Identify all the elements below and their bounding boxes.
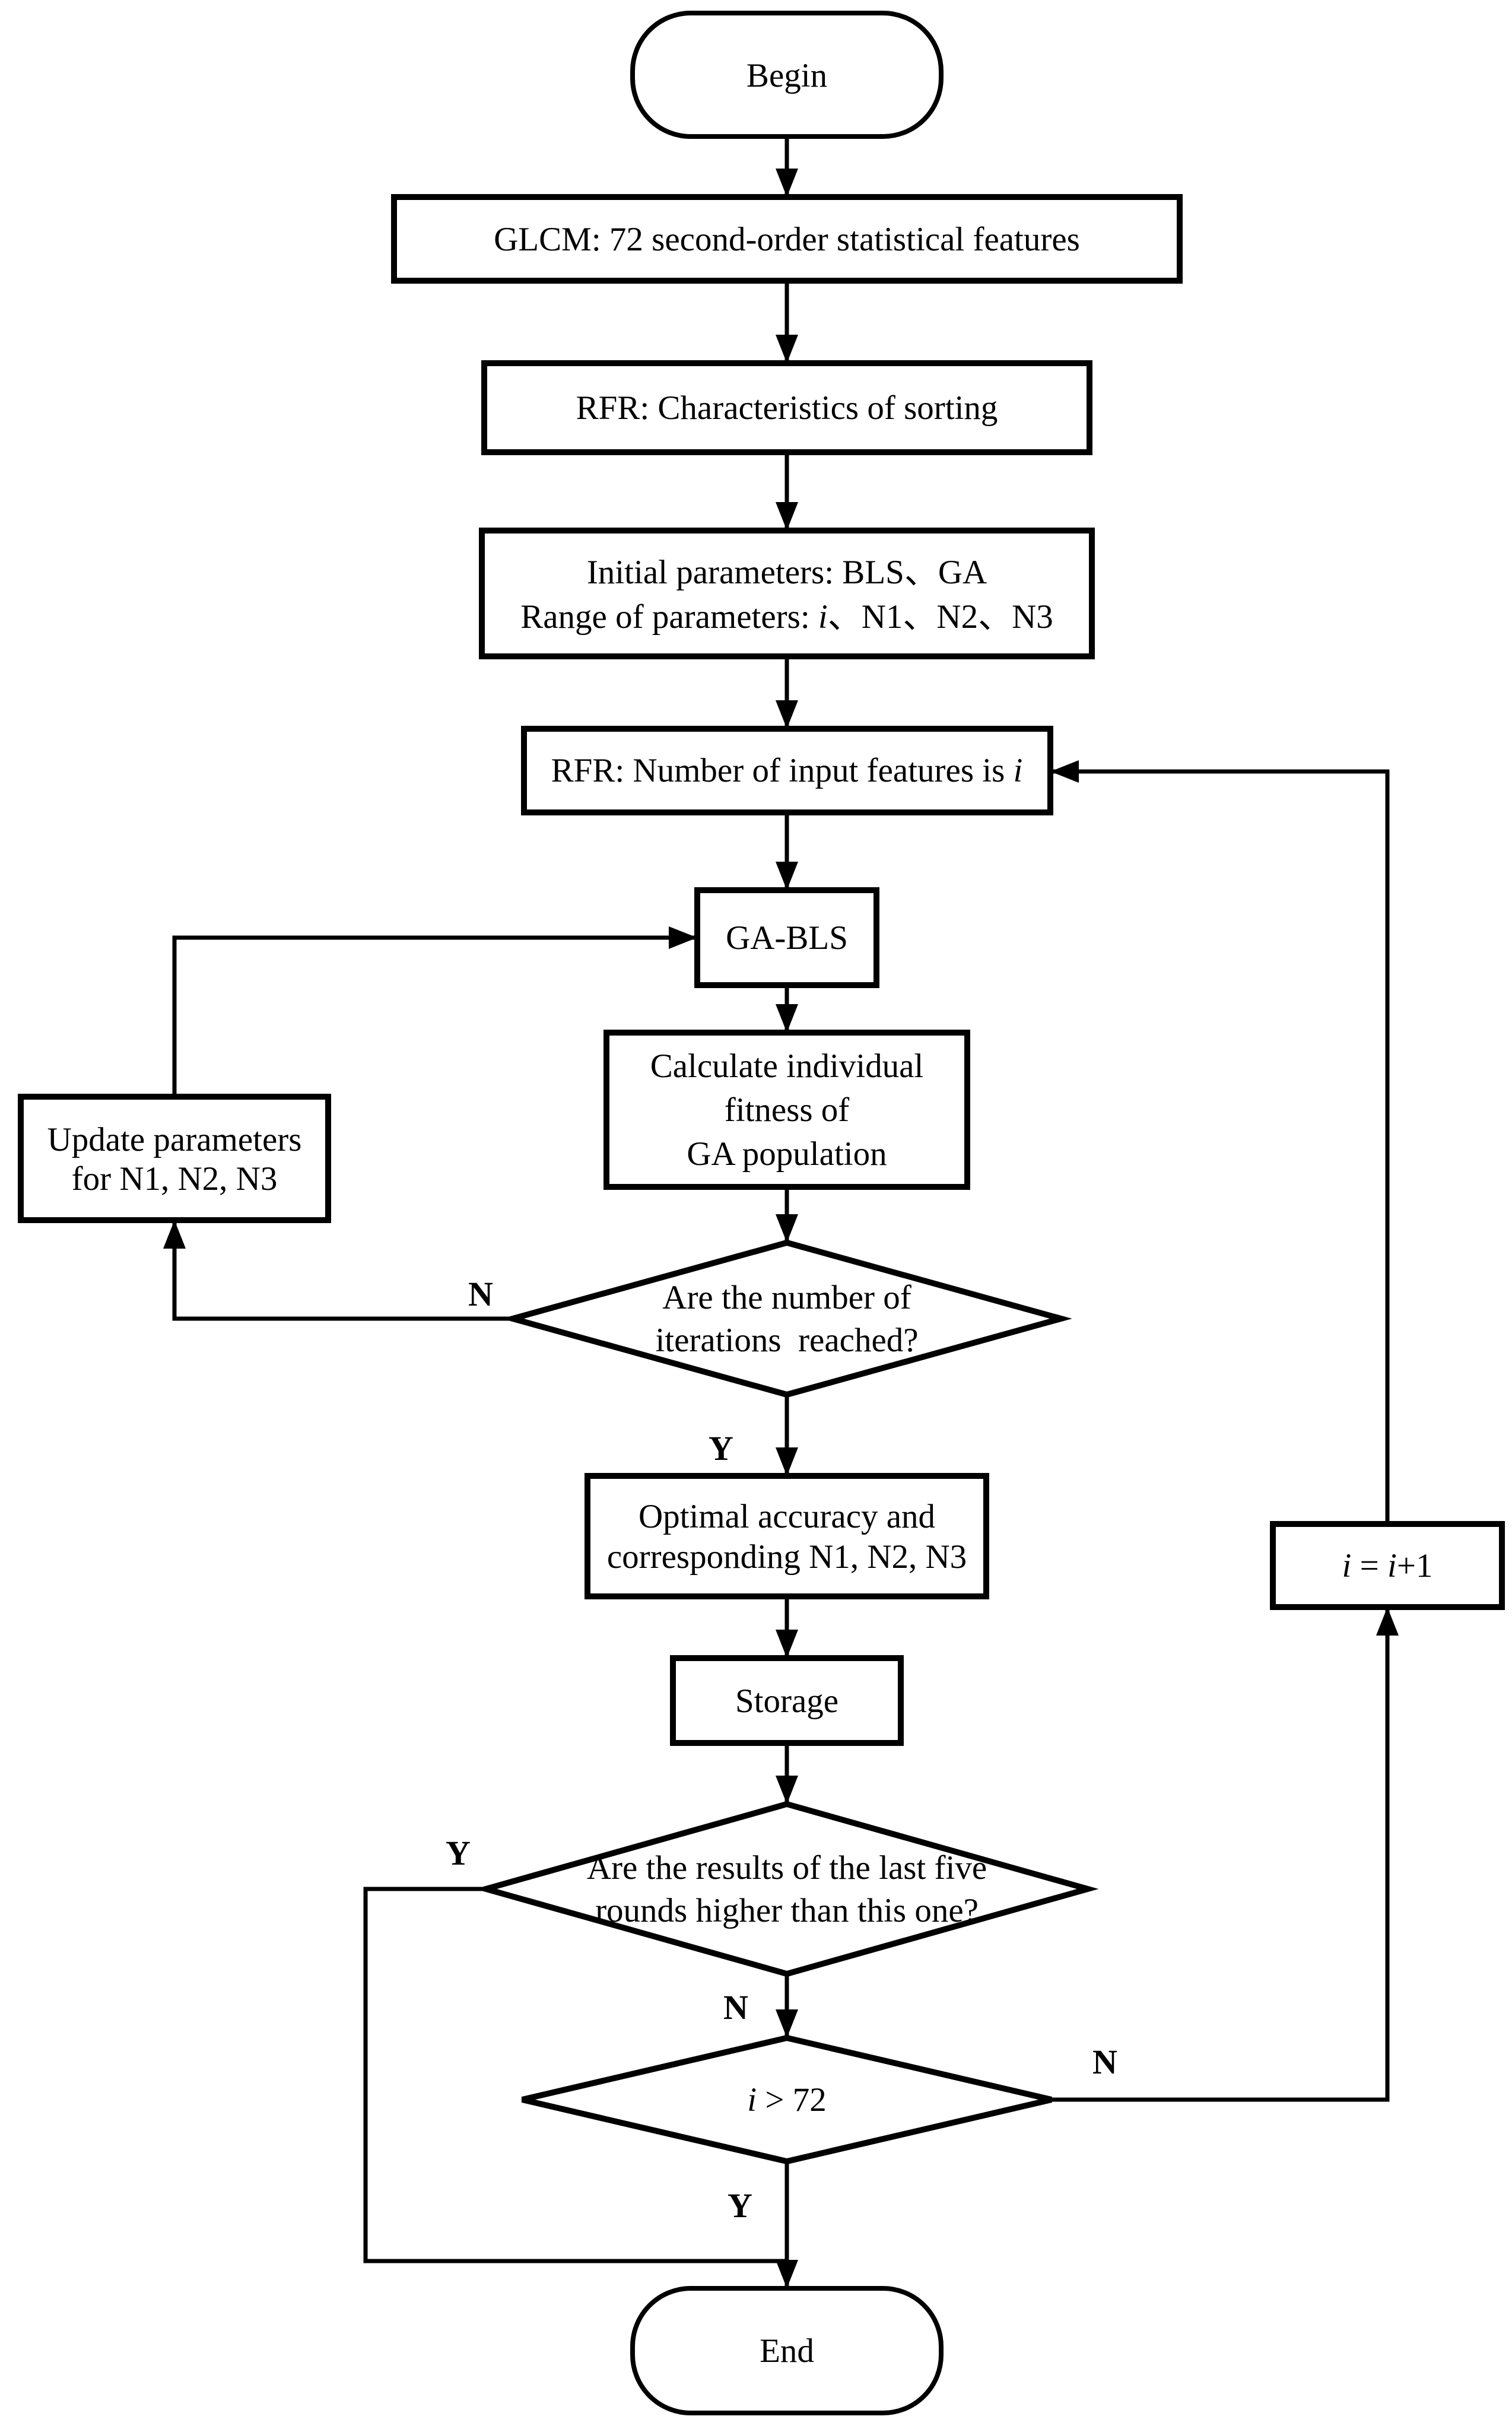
arrowhead-into-iincrement-bottom xyxy=(1376,1607,1399,1636)
arrowhead-into-rfrsort xyxy=(776,335,798,363)
iteration-check-line1: Are the number of xyxy=(662,1279,911,1316)
edge-roundscheck-yes-to-end xyxy=(363,1887,787,2263)
arrowhead-into-end xyxy=(776,2260,798,2288)
arrowhead-into-iterationcheck xyxy=(776,1214,798,1243)
arrowhead-into-glcm xyxy=(776,169,798,197)
storage-label: Storage xyxy=(735,1682,838,1720)
initial-parameters-line1: Initial parameters: BLS、GA xyxy=(587,554,987,591)
update-parameters-line2: for N1, N2, N3 xyxy=(72,1160,278,1198)
optimal-accuracy-line2: corresponding N1, N2, N3 xyxy=(607,1538,967,1576)
rfr-input-features-box xyxy=(521,726,1053,815)
rounds-check-line1: Are the results of the last five xyxy=(587,1849,987,1887)
arrowhead-into-storage xyxy=(776,1630,798,1658)
i-check-label: i > 72 xyxy=(747,2081,827,2119)
iteration-check-diamond xyxy=(501,1239,1072,1398)
i-increment-label: i = i+1 xyxy=(1342,1547,1433,1585)
arrowhead-into-calc xyxy=(776,1004,798,1033)
end-label: End xyxy=(760,2332,814,2370)
i-check-yes-label: Y xyxy=(728,2186,752,2225)
storage-box xyxy=(670,1655,904,1746)
edge-icheck-no-to-iincrement xyxy=(1052,1607,1390,2102)
arrowhead-into-roundscheck xyxy=(776,1776,798,1804)
rounds-check-diamond xyxy=(475,1801,1099,1977)
arrowhead-into-optimal xyxy=(776,1447,798,1476)
i-increment-box xyxy=(1270,1521,1505,1610)
rounds-check-no-label: N xyxy=(723,1988,748,2027)
rounds-check-line2: rounds higher than this one? xyxy=(595,1892,979,1929)
glcm-label: GLCM: 72 second-order statistical featur… xyxy=(494,221,1080,258)
arrowhead-into-gabls-top xyxy=(776,862,798,890)
i-check-no-label: N xyxy=(1092,2043,1117,2081)
calculate-fitness-line3: GA population xyxy=(687,1135,887,1173)
update-parameters-line1: Update parameters xyxy=(47,1121,302,1158)
edge-iincrement-to-rfrfeatures xyxy=(1050,769,1390,1524)
rfr-sorting-box xyxy=(481,360,1092,455)
arrowhead-into-icheck xyxy=(776,2009,798,2038)
rfr-sorting-label: RFR: Characteristics of sorting xyxy=(576,389,998,427)
initial-parameters-line2: Range of parameters: i、N1、N2、N3 xyxy=(520,598,1053,636)
ga-bls-label: GA-BLS xyxy=(726,919,848,957)
edge-update-to-gabls xyxy=(172,935,697,1097)
begin-terminal xyxy=(630,11,944,139)
arrowhead-into-rfrfeatures-right xyxy=(1050,760,1079,783)
ga-bls-box xyxy=(694,887,879,988)
rounds-check-yes-label: Y xyxy=(446,1834,471,1872)
calculate-fitness-line1: Calculate individual xyxy=(650,1047,924,1085)
i-check-diamond xyxy=(521,2034,1053,2165)
iteration-check-line2: iterations reached? xyxy=(655,1322,918,1359)
edge-iterationcheck-no-to-update xyxy=(172,1220,513,1321)
arrowhead-into-gabls-left xyxy=(669,926,697,949)
glcm-box xyxy=(391,194,1183,284)
rfr-input-features-label: RFR: Number of input features is i xyxy=(551,752,1023,789)
arrowhead-into-init xyxy=(776,502,798,531)
arrowhead-into-rfrfeatures-top xyxy=(776,700,798,729)
iteration-check-no-label: N xyxy=(468,1275,493,1313)
iteration-check-yes-label: Y xyxy=(709,1429,733,1468)
optimal-accuracy-line1: Optimal accuracy and xyxy=(639,1498,935,1535)
initial-parameters-box xyxy=(479,528,1095,659)
calculate-fitness-box xyxy=(603,1030,970,1190)
begin-label: Begin xyxy=(747,57,827,94)
update-parameters-box xyxy=(18,1094,331,1223)
calculate-fitness-line2: fitness of xyxy=(725,1091,850,1129)
arrowhead-into-update-bottom xyxy=(163,1220,186,1249)
optimal-accuracy-box xyxy=(585,1473,989,1599)
